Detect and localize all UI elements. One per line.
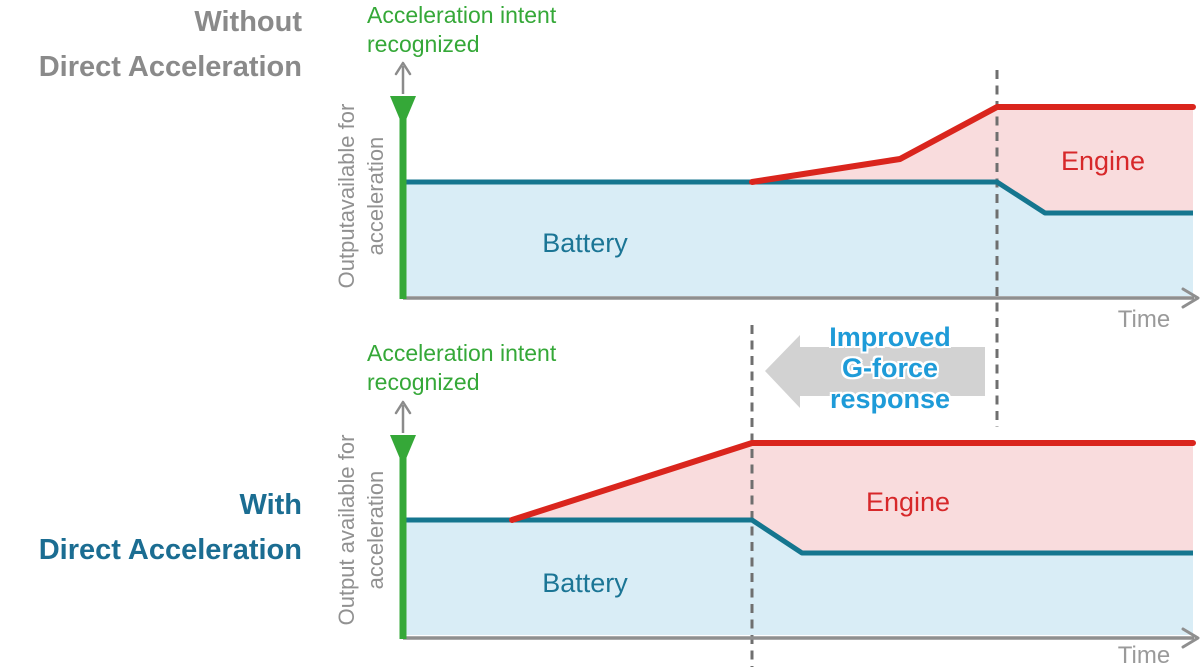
- battery-area-bottom: [406, 520, 1193, 635]
- battery-line-top: [406, 179, 1193, 216]
- panel-title-without-line1: Without: [194, 6, 302, 38]
- improved-left-arrow-icon: [765, 335, 985, 408]
- y-axis-label-bottom-line2: acceleration: [363, 470, 388, 590]
- improved-gforce-caption-line1: Improved: [829, 322, 951, 352]
- engine-area-top: [752, 107, 1193, 213]
- engine-area-label-top: Engine: [1060, 146, 1146, 176]
- intent-up-arrowhead-bottom-icon: [394, 400, 412, 415]
- battery-area-label-top: Battery: [542, 228, 628, 258]
- y-axis-label-top-line1: Outputavailable for: [334, 103, 359, 289]
- intent-annotation-top-line1: Acceleration intent: [367, 2, 557, 28]
- x-axis-label-top: Time: [1117, 306, 1171, 333]
- y-axis-label-top: Outputavailable for acceleration: [332, 86, 390, 306]
- panel-title-with: With Direct Acceleration: [0, 483, 302, 573]
- panel-title-with-line1: With: [239, 489, 302, 521]
- intent-annotation-bottom: Acceleration intent recognized: [367, 339, 556, 397]
- x-axis-label-bottom: Time: [1117, 642, 1171, 668]
- panel-title-with-line2: Direct Acceleration: [38, 534, 302, 566]
- intent-annotation-bottom-line2: recognized: [367, 369, 480, 395]
- x-axis-arrowhead-top-icon: [1181, 287, 1200, 309]
- intent-annotation-bottom-line1: Acceleration intent: [367, 340, 557, 366]
- intent-marker-triangle-bottom-icon: [390, 435, 416, 466]
- intent-annotation-top-line2: recognized: [367, 31, 480, 57]
- y-axis-label-bottom-line1: Output available for: [334, 434, 359, 626]
- battery-line-bottom: [406, 517, 1193, 556]
- engine-line-top: [749, 104, 1196, 185]
- panel-title-without: Without Direct Acceleration: [0, 0, 302, 90]
- panel-title-without-line2: Direct Acceleration: [38, 51, 302, 83]
- engine-line-bottom: [509, 440, 1196, 523]
- improved-gforce-caption: Improved G-force response: [780, 322, 1000, 415]
- battery-area-label-bottom: Battery: [542, 568, 628, 598]
- x-axis-arrowhead-bottom-icon: [1181, 627, 1200, 649]
- improved-gforce-caption-line2: G-force: [841, 353, 939, 383]
- improved-gforce-caption-line3: response: [829, 384, 951, 414]
- engine-area-label-bottom: Engine: [865, 487, 951, 517]
- y-axis-label-top-line2: acceleration: [363, 136, 388, 256]
- intent-up-arrowhead-top-icon: [394, 61, 412, 76]
- y-axis-label-bottom: Output available for acceleration: [332, 420, 390, 640]
- engine-area-bottom: [512, 443, 1193, 553]
- intent-marker-triangle-top-icon: [390, 96, 416, 127]
- intent-annotation-top: Acceleration intent recognized: [367, 1, 556, 59]
